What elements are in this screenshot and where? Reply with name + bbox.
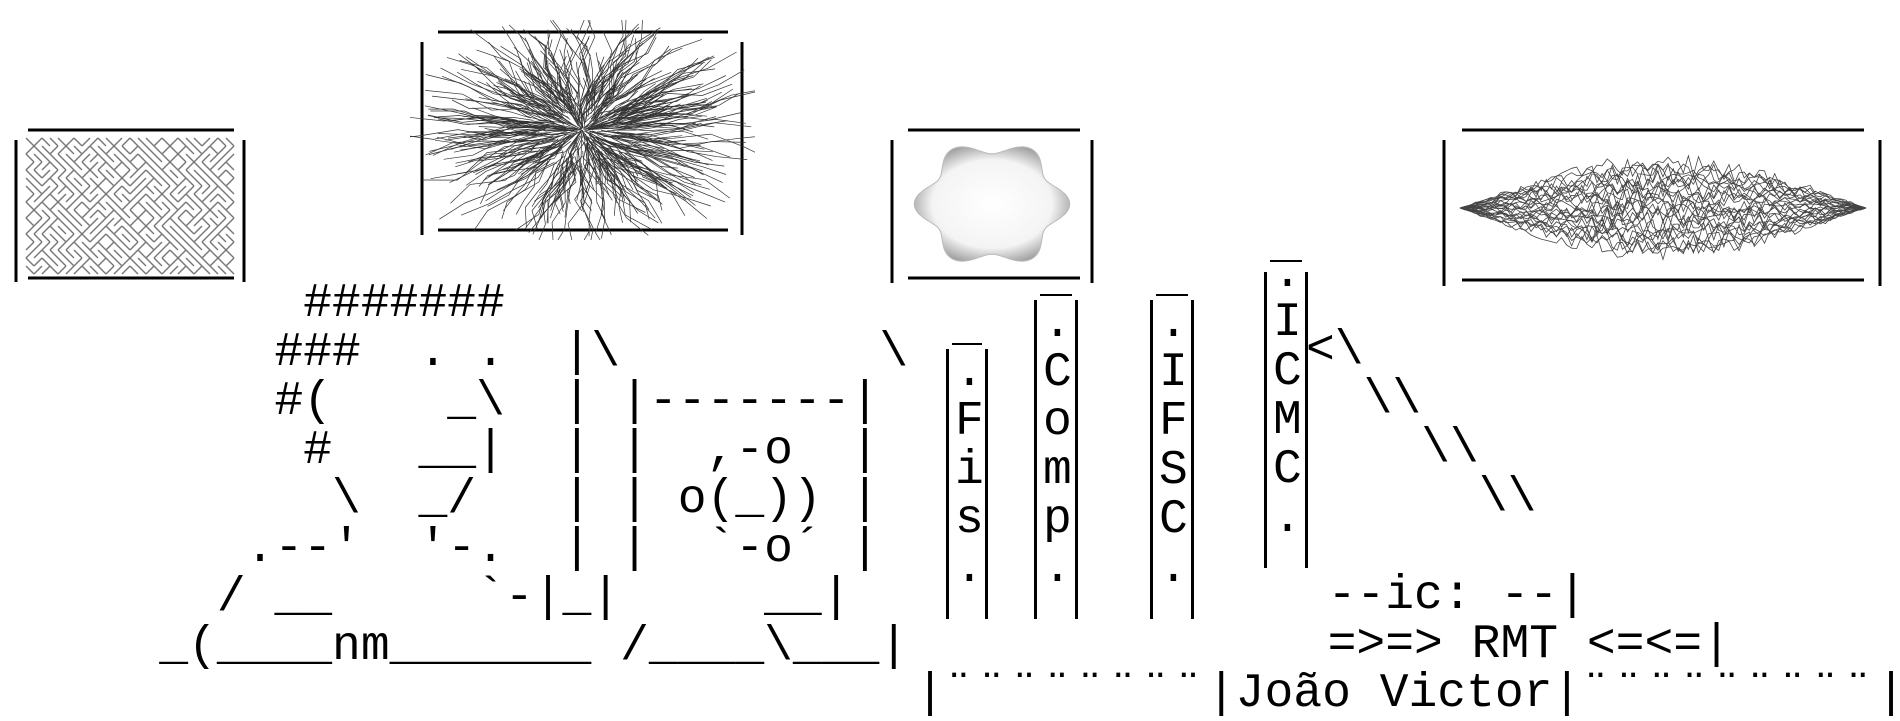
ascii-line: _(____nm_______ /____\___| <box>44 620 909 674</box>
ascii-desk-art: ####### ### . . |\ \ #( _\ | |-------| #… <box>44 280 908 672</box>
book-spine: . C o m p . <box>1034 294 1078 619</box>
book-spine: . I C M C . <box>1264 250 1308 568</box>
book-label-fis: . F i s . <box>955 346 984 596</box>
book-label-ifsc: . I F S C . <box>1159 297 1188 596</box>
maze-picture <box>14 128 246 282</box>
maze-frame <box>8 120 250 285</box>
waves-frame <box>1432 118 1894 290</box>
book-label-comp: . C o m p . <box>1043 297 1072 596</box>
book-spine: . F i s . <box>946 343 988 619</box>
blob-frame <box>880 118 1102 286</box>
name-plate: João Victor <box>1235 667 1553 721</box>
ascii-line: \ _/ | | o(_)) | <box>44 473 880 527</box>
fibers-frame <box>410 20 755 240</box>
book-spine: . I F S C . <box>1150 294 1194 619</box>
ascii-line: # __| | | ,-o | <box>44 424 880 478</box>
ascii-line: / __ `-|_| __| <box>44 571 851 625</box>
sign-ic-text: --ic: -- <box>1327 569 1559 623</box>
ascii-line: .--' '-. | | `-o´ | <box>44 522 880 576</box>
shelf-base: |¨¨¨¨¨¨¨¨|João Victor|¨¨¨¨¨¨¨¨¨| <box>915 667 1900 721</box>
book-label-icmc: . I C M C . <box>1273 247 1302 546</box>
leaning-book: <\ \\ \\ \\ <box>1306 324 1537 525</box>
sign-ic: --ic: --| <box>1327 569 1587 623</box>
ascii-line: ####### <box>44 277 505 331</box>
sign-rmt-text: =>=> RMT <=<= <box>1327 618 1703 672</box>
ascii-line: #( _\ | |-------| <box>44 375 880 429</box>
fibers-picture <box>410 20 755 240</box>
ascii-line: ### . . |\ \ <box>44 326 909 380</box>
sign-rmt: =>=> RMT <=<=| <box>1327 618 1731 672</box>
blob-picture <box>890 128 1094 283</box>
waves-picture <box>1442 128 1882 286</box>
